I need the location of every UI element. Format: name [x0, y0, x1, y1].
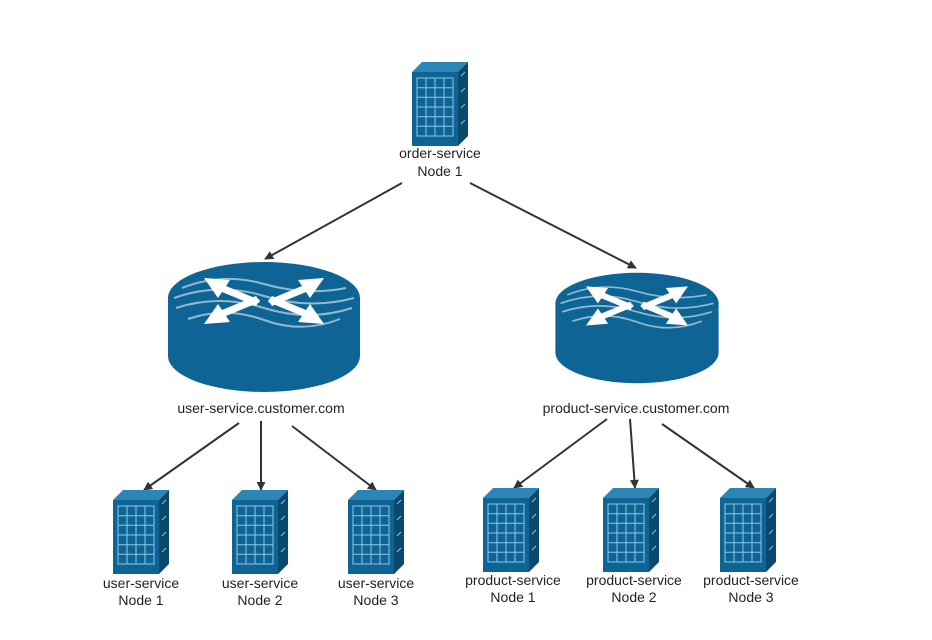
router-icon — [167, 262, 361, 392]
user-service-node-1[interactable]: user-service Node 1 — [103, 490, 179, 608]
product-service-node-3[interactable]: product-service Node 3 — [703, 488, 799, 605]
server-icon — [113, 490, 169, 574]
node-label: Node 3 — [353, 592, 398, 608]
product-service-router[interactable]: product-service.customer.com — [543, 271, 730, 416]
node-service-name: product-service — [703, 572, 799, 588]
edge-product-router-to-node-2 — [629, 418, 639, 489]
server-icon — [720, 488, 776, 572]
edge-order-to-user-router — [264, 182, 403, 260]
node-label: Node 3 — [728, 589, 773, 605]
node-service-name: product-service — [465, 572, 561, 588]
edge-product-router-to-node-3 — [661, 423, 755, 489]
server-icon — [232, 490, 288, 574]
order-service-node-label: Node 1 — [417, 163, 462, 179]
product-service-node-2[interactable]: product-service Node 2 — [586, 488, 682, 605]
product-service-node-1[interactable]: product-service Node 1 — [465, 488, 561, 605]
edge-order-to-product-router — [469, 182, 637, 269]
node-label: Node 2 — [611, 589, 656, 605]
user-service-router[interactable]: user-service.customer.com — [167, 262, 361, 416]
edge-product-router-to-node-1 — [513, 418, 608, 489]
node-label: Node 1 — [118, 592, 163, 608]
node-label: Node 2 — [237, 592, 282, 608]
order-service-name: order-service — [399, 145, 481, 161]
node-service-name: user-service — [338, 575, 414, 591]
edges — [143, 182, 755, 491]
user-service-node-3[interactable]: user-service Node 3 — [338, 490, 414, 608]
node-label: Node 1 — [490, 589, 535, 605]
product-service-host-label: product-service.customer.com — [543, 400, 730, 416]
node-service-name: user-service — [103, 575, 179, 591]
server-icon — [348, 490, 404, 574]
order-service-node[interactable]: order-service Node 1 — [399, 62, 481, 179]
edge-user-router-to-node-1 — [143, 422, 240, 491]
user-service-host-label: user-service.customer.com — [177, 400, 344, 416]
router-icon — [554, 271, 720, 385]
server-icon — [412, 62, 468, 146]
edge-user-router-to-node-3 — [291, 425, 377, 491]
node-service-name: product-service — [586, 572, 682, 588]
server-icon — [603, 488, 659, 572]
node-service-name: user-service — [222, 575, 298, 591]
user-service-node-2[interactable]: user-service Node 2 — [222, 490, 298, 608]
server-icon — [483, 488, 539, 572]
